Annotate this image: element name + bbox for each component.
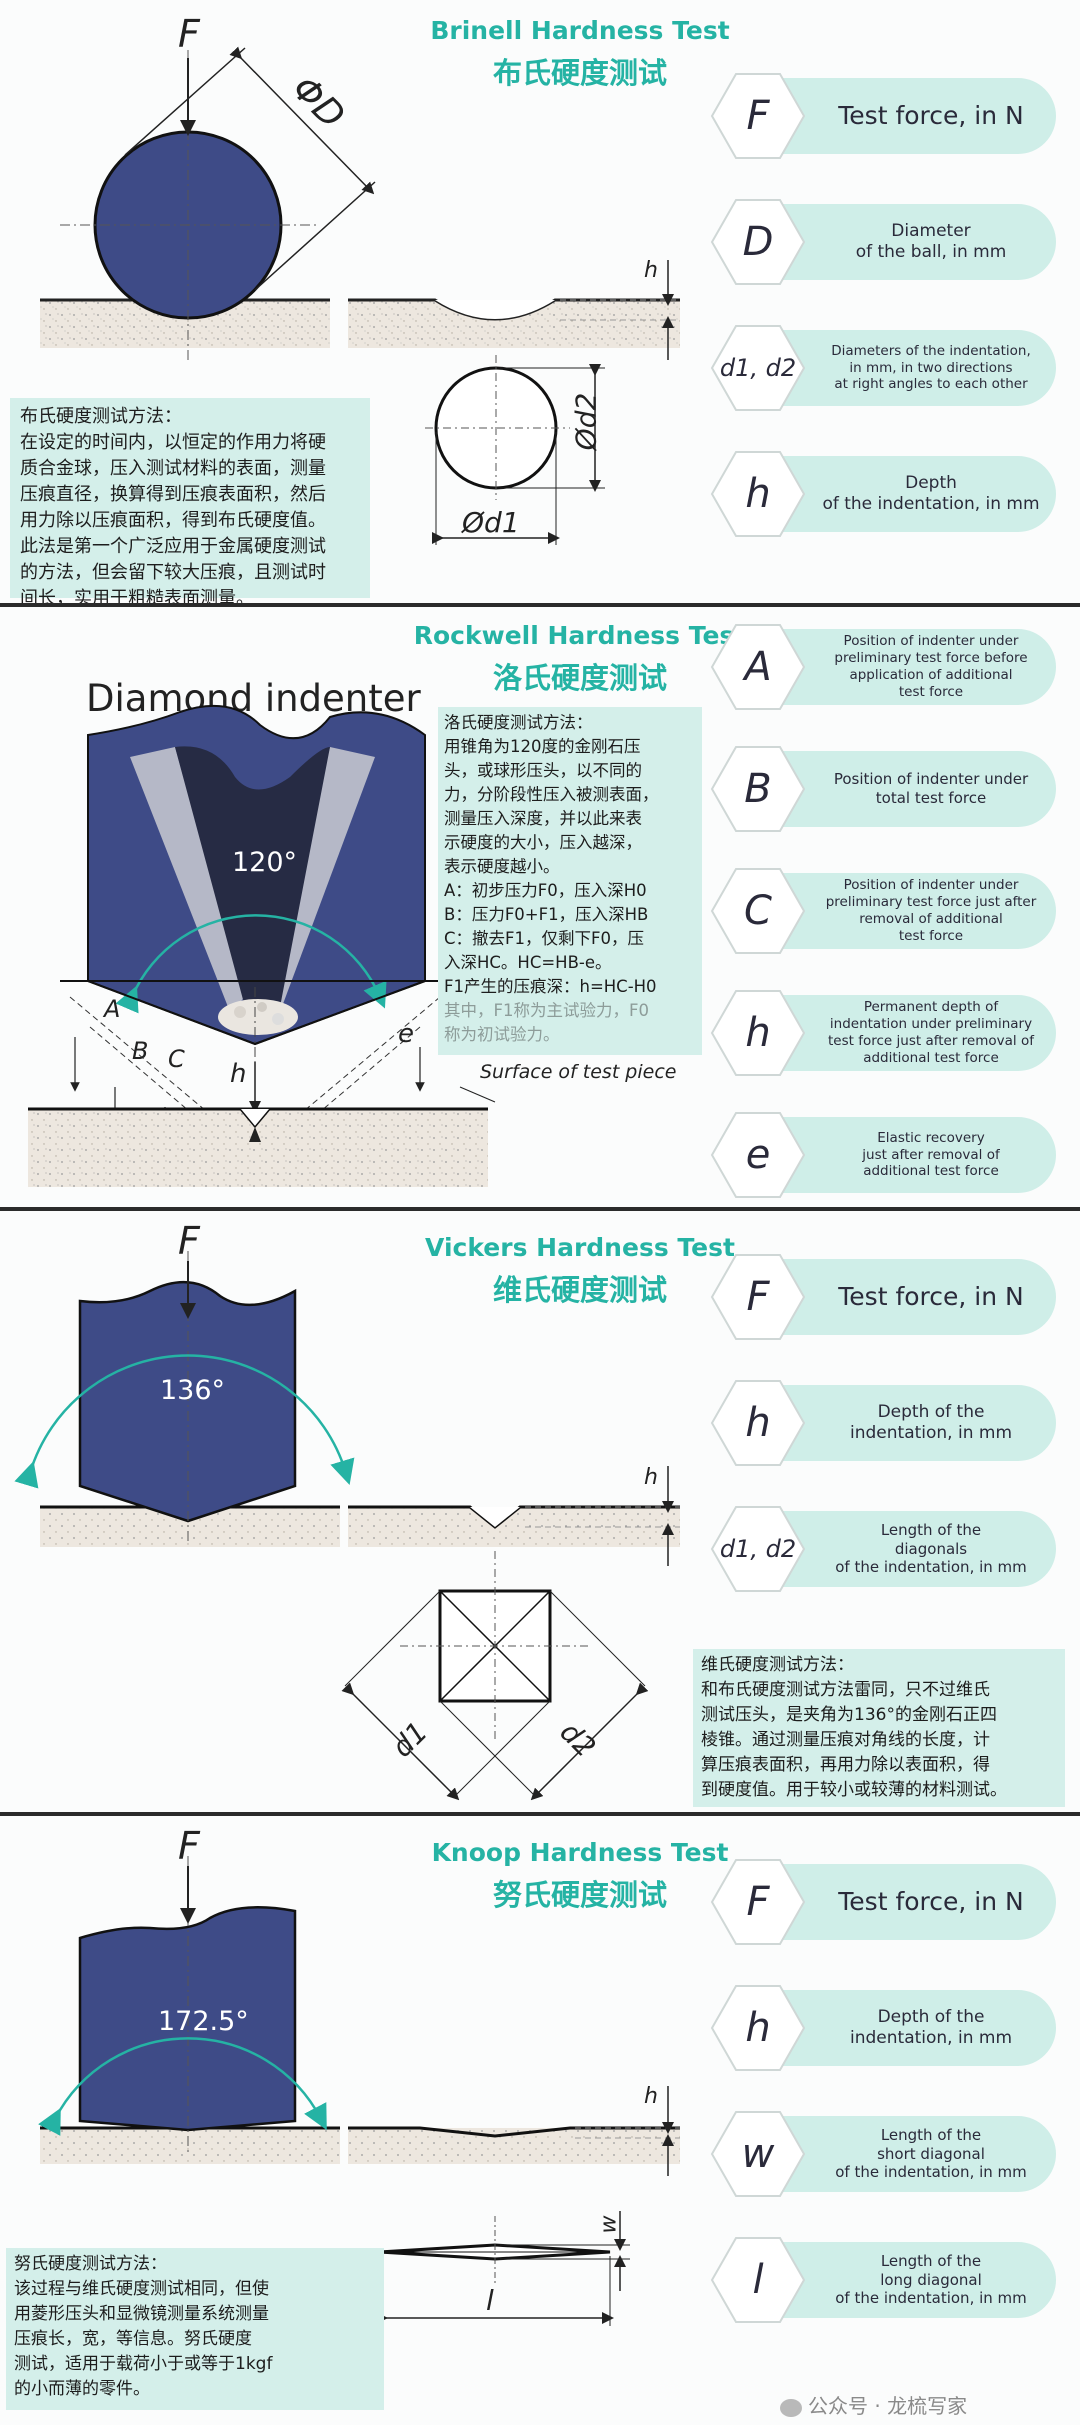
rockwell-title-en: Rockwell Hardness Test bbox=[413, 621, 747, 650]
knoop-specimen-left bbox=[40, 2128, 340, 2164]
brinell-title-en: Brinell Hardness Test bbox=[430, 16, 730, 45]
knoop-section: Knoop Hardness Test 努氏硬度测试 bbox=[0, 1816, 1080, 2425]
brinell-label-h: h bbox=[644, 258, 658, 283]
hexagon-icon bbox=[710, 1112, 806, 1198]
knoop-label-l: l bbox=[486, 2284, 494, 2317]
watermark: 公众号 · 龙梳写家 bbox=[780, 2390, 967, 2419]
knoop-title-en: Knoop Hardness Test bbox=[431, 1838, 729, 1867]
hexagon-icon bbox=[710, 868, 806, 954]
brinell-section: Brinell Hardness Test 布氏硬度测试 bbox=[0, 0, 1080, 609]
hexagon-icon bbox=[710, 624, 806, 710]
vickers-note: 维氏硬度测试方法：和布氏硬度测试方法雷同，只不过维氏测试压头，是夹角为136°的… bbox=[693, 1649, 1065, 1807]
rockwell-label-surface: Surface of test piece bbox=[480, 1061, 677, 1083]
knoop-title-cn: 努氏硬度测试 bbox=[492, 1878, 667, 1912]
brinell-title-cn: 布氏硬度测试 bbox=[492, 56, 667, 90]
hexagon-icon bbox=[710, 1859, 806, 1945]
rockwell-label-C: C bbox=[168, 1045, 185, 1073]
vickers-angle: 136° bbox=[160, 1375, 226, 1406]
brinell-diagram bbox=[40, 46, 680, 545]
hexagon-icon bbox=[710, 1380, 806, 1466]
rockwell-label-B: B bbox=[132, 1037, 149, 1065]
knoop-note: 努氏硬度测试方法：该过程与维氏硬度测试相同，但使用菱形压头和显微镜测量系统测量压… bbox=[6, 2248, 384, 2410]
vickers-title-en: Vickers Hardness Test bbox=[425, 1233, 735, 1262]
rockwell-section: Rockwell Hardness Test 洛氏硬度测试 Diamond in… bbox=[0, 607, 1080, 1207]
hexagon-icon bbox=[710, 2237, 806, 2323]
rockwell-note: 洛氏硬度测试方法：用锥角为120度的金刚石压头，或球形压头，以不同的力，分阶段性… bbox=[438, 707, 702, 1055]
vickers-section: Vickers Hardness Test 维氏硬度测试 bbox=[0, 1211, 1080, 1812]
hexagon-icon bbox=[710, 2111, 806, 2197]
knoop-label-F: F bbox=[178, 1824, 200, 1868]
rockwell-label-h: h bbox=[230, 1059, 247, 1089]
vickers-diagram bbox=[14, 1251, 680, 1801]
section-divider bbox=[0, 603, 1080, 607]
rockwell-angle: 120° bbox=[232, 847, 298, 878]
rockwell-title-cn: 洛氏硬度测试 bbox=[492, 661, 667, 695]
wechat-icon bbox=[780, 2398, 802, 2417]
hexagon-icon bbox=[710, 325, 806, 411]
hexagon-icon bbox=[710, 990, 806, 1076]
brinell-label-d1: Ød1 bbox=[462, 506, 520, 539]
vickers-label-F: F bbox=[178, 1219, 200, 1263]
rockwell-label-A: A bbox=[104, 995, 121, 1023]
rockwell-diagram bbox=[28, 704, 496, 1187]
hexagon-icon bbox=[710, 1506, 806, 1592]
knoop-label-h: h bbox=[644, 2084, 658, 2109]
knoop-angle: 172.5° bbox=[158, 2006, 249, 2037]
hexagon-icon bbox=[710, 73, 806, 159]
brinell-note: 布氏硬度测试方法：在设定的时间内，以恒定的作用力将硬质合金球，压入测试材料的表面… bbox=[10, 398, 370, 609]
vickers-title-cn: 维氏硬度测试 bbox=[492, 1273, 667, 1307]
hexagon-icon bbox=[710, 199, 806, 285]
hexagon-icon bbox=[710, 746, 806, 832]
brinell-label-d2: Ød2 bbox=[569, 392, 603, 451]
rockwell-label-e: e bbox=[398, 1019, 414, 1049]
hexagon-icon bbox=[710, 451, 806, 537]
section-divider bbox=[0, 1812, 1080, 1816]
brinell-label-F: F bbox=[178, 12, 200, 56]
knoop-label-w: w bbox=[596, 2215, 622, 2234]
hexagon-icon bbox=[710, 1254, 806, 1340]
section-divider bbox=[0, 1207, 1080, 1211]
vickers-label-h: h bbox=[644, 1465, 658, 1490]
hexagon-icon bbox=[710, 1985, 806, 2071]
knoop-diagram bbox=[38, 1856, 680, 2326]
